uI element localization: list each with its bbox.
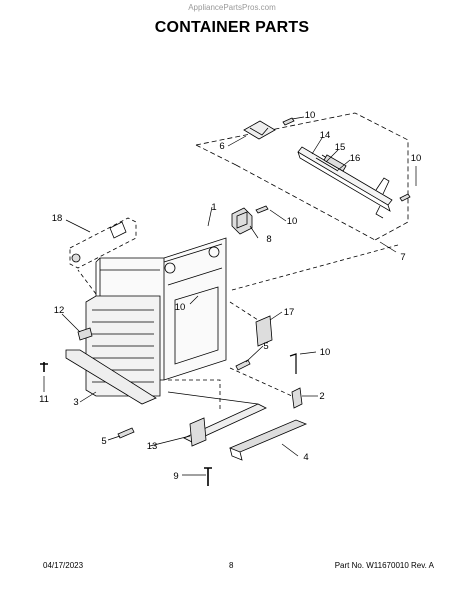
callout-10-clip: 10 [287, 216, 298, 227]
clip-13 [189, 417, 207, 447]
callout-10-side: 10 [320, 347, 331, 358]
screw-9 [204, 467, 212, 486]
screw-10-right [399, 193, 411, 202]
callout-5-upper: 5 [263, 341, 268, 352]
callout-12: 12 [54, 305, 65, 316]
screw-5-lower [117, 427, 135, 439]
callout-18: 18 [52, 213, 63, 224]
screw-10-mid [289, 353, 297, 374]
watermark: AppliancePartsPros.com [188, 3, 276, 12]
bracket-rail [297, 146, 393, 206]
callout-13: 13 [147, 441, 158, 452]
left-bracket-outline [69, 217, 137, 269]
footer-part-number: Part No. W11670010 Rev. A [334, 561, 434, 570]
callout-4: 4 [303, 452, 308, 463]
callout-10-right: 10 [411, 153, 422, 164]
screw-10-top [282, 117, 295, 126]
callout-8: 8 [266, 234, 271, 245]
callout-1: 1 [211, 202, 216, 213]
callout-15: 15 [335, 142, 346, 153]
callout-14: 14 [320, 130, 331, 141]
callout-3: 3 [73, 397, 78, 408]
callout-9: 9 [173, 471, 178, 482]
callout-10-top: 10 [305, 110, 316, 121]
callout-6: 6 [219, 141, 224, 152]
bottom-rail [167, 391, 308, 461]
callout-7: 7 [400, 252, 405, 263]
screw-11 [40, 362, 48, 372]
page-title: CONTAINER PARTS [154, 19, 310, 36]
callout-17: 17 [284, 307, 295, 318]
bracket-17 [255, 315, 273, 347]
leader-lines [43, 116, 417, 476]
alignment-lines [77, 244, 399, 412]
screw-5-upper [235, 359, 251, 371]
callout-2: 2 [319, 391, 324, 402]
callout-5-lower: 5 [101, 436, 106, 447]
callout-16: 16 [350, 153, 361, 164]
callout-10-body: 10 [175, 302, 186, 313]
small-bracket [243, 120, 276, 140]
bracket-assembly-outline [195, 112, 409, 241]
callout-11: 11 [39, 394, 49, 405]
footer-date: 04/17/2023 [43, 561, 84, 570]
clip-part [231, 207, 253, 235]
side-panel [65, 295, 161, 405]
clip-2 [291, 387, 303, 409]
footer-page-number: 8 [229, 561, 234, 570]
screw-12 [77, 327, 93, 341]
